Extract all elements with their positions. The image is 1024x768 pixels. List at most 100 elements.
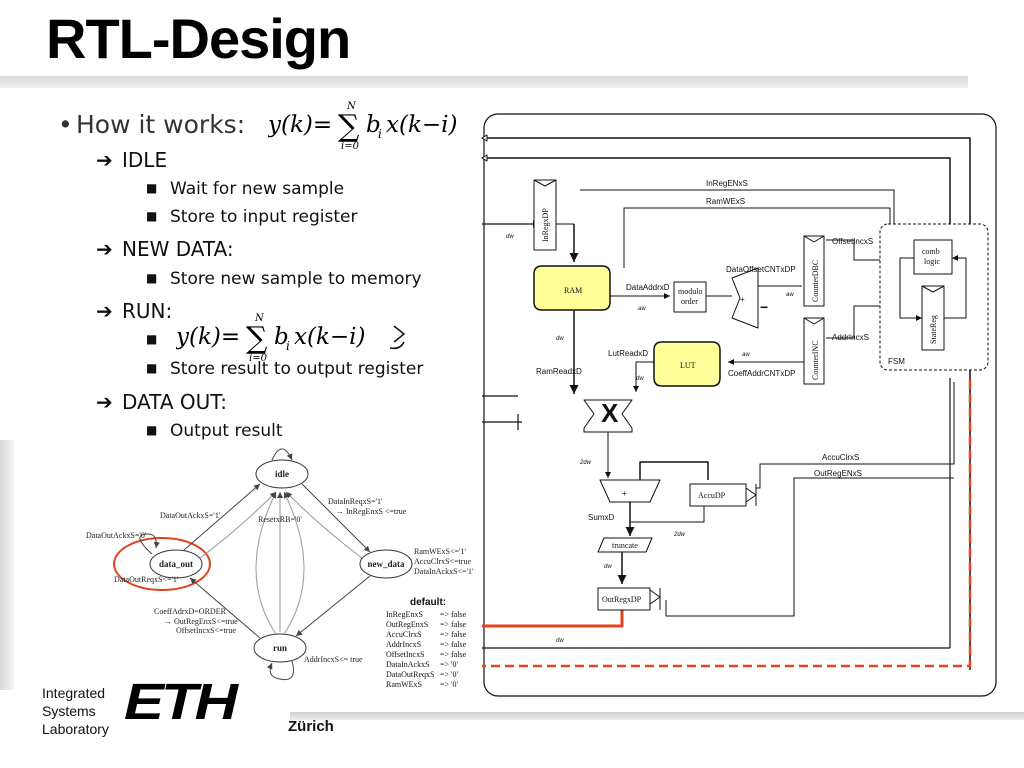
defaults-row: OutRegEnxS=> false: [386, 620, 467, 629]
equation-run: y(k)= ∑ N i=0 b i x(k−i): [175, 308, 416, 369]
loop-arrow-icon: [389, 325, 406, 350]
svg-text:DataOutAckxS='1': DataOutAckxS='1': [160, 511, 221, 520]
svg-text:DataOffsetCNTxDP: DataOffsetCNTxDP: [726, 265, 796, 274]
svg-text:DataOutReqxS<='1': DataOutReqxS<='1': [114, 575, 179, 584]
svg-text:LutReadxD: LutReadxD: [608, 349, 648, 358]
state-label-idle: idle: [275, 469, 289, 479]
equation-run-svg: y(k)= ∑ N i=0 b i x(k−i): [175, 313, 406, 364]
arrow-right-icon: ➔: [96, 390, 113, 414]
svg-text:i=0: i=0: [249, 353, 268, 364]
svg-text:comb: comb: [922, 247, 940, 256]
truncate-block: [597, 537, 653, 553]
svg-text:x(k−i): x(k−i): [386, 112, 457, 138]
svg-text:ResetxRB='0': ResetxRB='0': [258, 515, 302, 524]
svg-text:+: +: [622, 489, 627, 498]
svg-text:AccuClrxS: AccuClrxS: [822, 453, 859, 462]
defaults-heading: default:: [410, 597, 447, 608]
state-idle-item-2: ■Store to input register: [146, 207, 358, 227]
square-bullet-icon: ■: [146, 361, 158, 375]
sum-lower: i=0: [341, 141, 360, 152]
defaults-row: AddrIncxS=> false: [386, 640, 467, 649]
state-node-run: [253, 633, 307, 663]
svg-text:i: i: [286, 339, 290, 353]
svg-text:DataInReqxS='1': DataInReqxS='1': [328, 497, 383, 506]
defaults-row: InRegEnxS=> false: [386, 610, 467, 619]
svg-text:y(k)=: y(k)=: [176, 324, 240, 350]
svg-text:x(k−i): x(k−i): [294, 324, 365, 350]
accu-adder-block: [599, 479, 661, 503]
svg-text:RamWExS<='1': RamWExS<='1': [414, 547, 466, 556]
lab-name: Integrated Systems Laboratory: [42, 685, 109, 737]
defaults-row: AccuClrxS=> false: [386, 630, 467, 639]
dashed-red-line: [482, 380, 972, 668]
state-machine-diagram: idle new_data run data_out DataInReqxS='…: [86, 448, 474, 681]
highlight-ring: [113, 537, 211, 591]
svg-text:InRegxDP: InRegxDP: [541, 208, 550, 242]
svg-text:i: i: [378, 127, 382, 141]
state-node-idle: [255, 459, 309, 489]
state-label-run: run: [273, 643, 287, 653]
eth-zurich-label: Zürich: [288, 718, 334, 735]
svg-text:RamReadxD: RamReadxD: [536, 367, 582, 376]
svg-text:+: +: [740, 295, 745, 304]
state-run-item-1: ■Store result to output register: [146, 359, 424, 379]
footer-bar: [290, 712, 1024, 720]
svg-text:dw: dw: [556, 638, 564, 644]
defaults-row: DataInAckxS=> '0': [386, 660, 458, 669]
svg-text:OutRegENxS: OutRegENxS: [814, 469, 862, 478]
state-label-new-data: new_data: [367, 559, 405, 569]
inreg-block: [533, 179, 557, 251]
svg-text:AccuClrxS<=true: AccuClrxS<=true: [414, 557, 471, 566]
eth-logo: ETH: [124, 680, 243, 730]
svg-text:CounterINC: CounterINC: [811, 340, 820, 380]
multiply-x-icon: X: [601, 398, 619, 428]
svg-text:modulo: modulo: [678, 287, 702, 296]
svg-text:AddrIncxS<= true: AddrIncxS<= true: [304, 655, 363, 664]
svg-text:aw: aw: [742, 352, 750, 358]
svg-text:InRegENxS: InRegENxS: [706, 179, 748, 188]
svg-text:dw: dw: [506, 234, 514, 240]
multiplier-block: [583, 399, 633, 433]
svg-text:→ OutRegEnxS<=true: → OutRegEnxS<=true: [164, 617, 238, 626]
counter-dbc-block: [803, 235, 825, 307]
bullet-label: How it works:: [76, 110, 246, 139]
adder-block: [731, 267, 759, 329]
slide-title: RTL-Design: [46, 7, 351, 70]
svg-text:OffsetIncxS: OffsetIncxS: [832, 237, 873, 246]
svg-text:OffsetIncxS<=true: OffsetIncxS<=true: [176, 626, 236, 635]
svg-text:truncate: truncate: [612, 541, 638, 550]
square-bullet-icon: ■: [146, 332, 158, 346]
square-bullet-icon: ■: [146, 209, 158, 223]
svg-text:LUT: LUT: [680, 361, 696, 370]
svg-text:y(k)=: y(k)=: [268, 112, 332, 138]
svg-text:N: N: [254, 313, 265, 324]
svg-text:OutRegxDP: OutRegxDP: [602, 595, 642, 604]
svg-text:b: b: [274, 324, 289, 350]
state-data-out-item-1: ■Output result: [146, 421, 283, 441]
svg-text:DataAddrxD: DataAddrxD: [626, 283, 670, 292]
square-bullet-icon: ■: [146, 423, 158, 437]
defaults-row: DataOutReqxS=> '0': [386, 670, 458, 679]
svg-text:CoeffAdrxD=ORDER: CoeffAdrxD=ORDER: [154, 607, 227, 616]
svg-text:aw: aw: [638, 306, 646, 312]
svg-text:dw: dw: [604, 564, 612, 570]
schematic-frame: [483, 113, 997, 697]
counter-inc-block: [803, 317, 825, 385]
svg-text:logic: logic: [924, 257, 940, 266]
svg-text:FSM: FSM: [888, 357, 905, 366]
state-idle: ➔IDLE: [96, 148, 168, 172]
svg-text:dw: dw: [556, 336, 564, 342]
state-new-data-item-1: ■Store new sample to memory: [146, 269, 422, 289]
svg-text:2dw: 2dw: [579, 460, 592, 466]
svg-text:dw: dw: [636, 376, 644, 382]
svg-text:∑: ∑: [246, 321, 268, 356]
svg-text:−: −: [760, 299, 768, 315]
svg-text:StateReg: StateReg: [929, 315, 938, 344]
accu-block: [689, 483, 747, 507]
equation-main: y(k)= ∑ N i=0 b i x(k−i): [267, 96, 478, 157]
svg-text:2dw: 2dw: [673, 532, 686, 538]
outreg-block: [597, 587, 651, 611]
defaults-row: RamWExS=> '0': [386, 680, 458, 689]
modulo-block: [673, 281, 707, 313]
svg-text:RAM: RAM: [564, 286, 582, 295]
